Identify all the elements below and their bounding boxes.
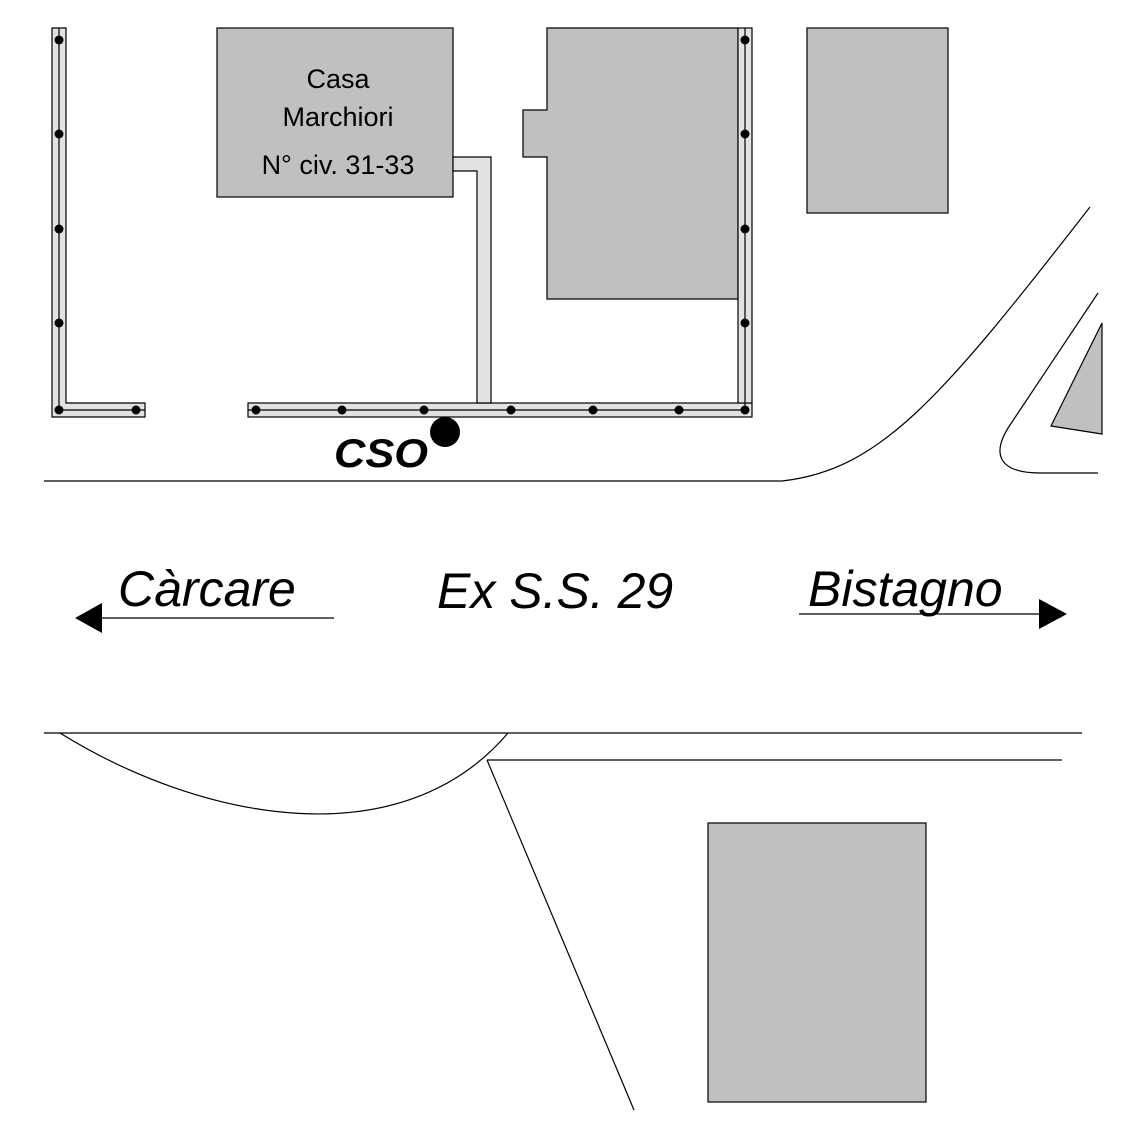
building-central xyxy=(522,27,739,300)
road-curve-southwest xyxy=(59,732,509,815)
road-edge-diagonal xyxy=(486,759,635,1111)
destination-east: Bistagno xyxy=(808,561,1003,617)
building-name-line2: Marchiori xyxy=(282,102,393,132)
arrow-west-icon xyxy=(75,603,102,633)
fence-posts xyxy=(54,35,750,415)
road-name: Ex S.S. 29 xyxy=(437,563,673,619)
building-name-line1: Casa xyxy=(306,64,370,94)
cso-label: CSO xyxy=(334,432,428,476)
destination-west: Càrcare xyxy=(118,561,296,617)
cso-marker xyxy=(430,417,460,447)
building-civic-number: N° civ. 31-33 xyxy=(262,150,415,180)
fence-west xyxy=(51,27,146,418)
road-edge-north xyxy=(44,206,1091,482)
road-edge-northeast-island xyxy=(999,292,1099,474)
building-east-triangle xyxy=(1050,322,1103,435)
building-northeast xyxy=(806,27,949,214)
building-casa-marchiori xyxy=(216,27,454,198)
arrow-east-icon xyxy=(1039,599,1067,629)
fence-west-centerline xyxy=(58,28,145,411)
pipe-connector xyxy=(452,156,492,404)
building-south xyxy=(707,822,927,1103)
